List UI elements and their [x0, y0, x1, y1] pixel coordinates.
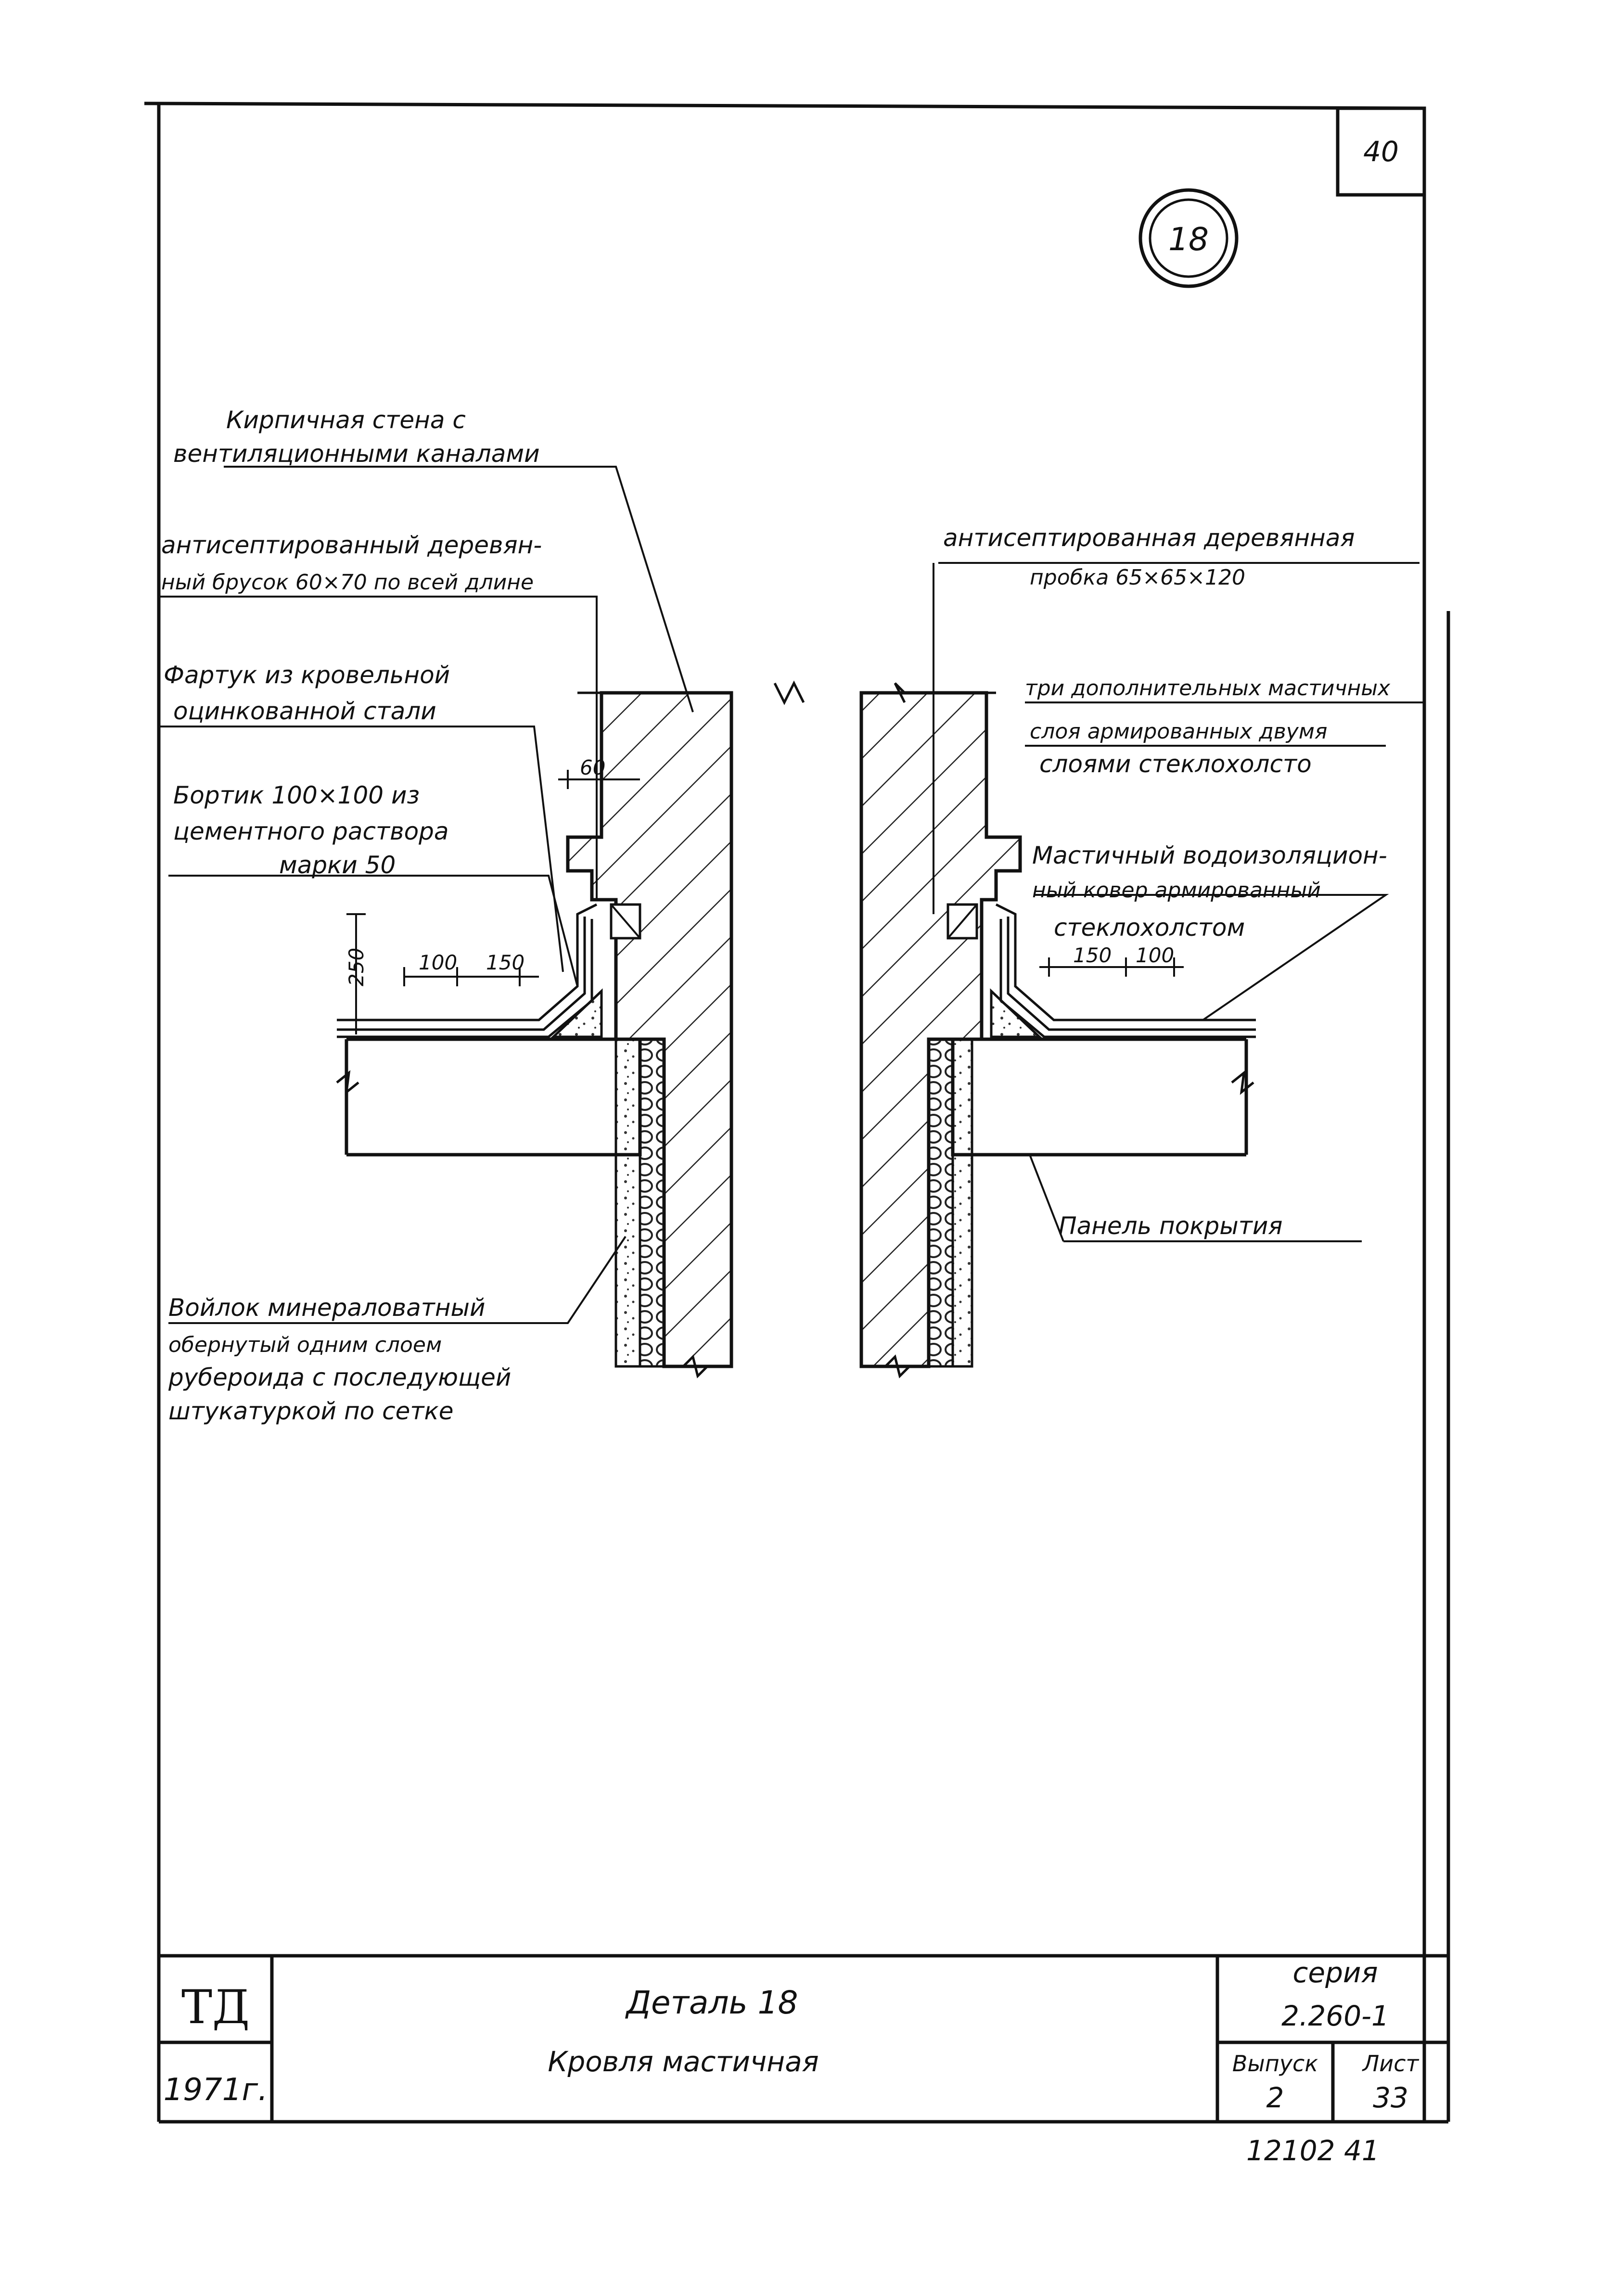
roofing-carpet [337, 903, 1256, 1038]
label-timber-plug-2: пробка 65×65×120 [1030, 565, 1245, 590]
dim-height: 250 [345, 948, 368, 986]
sheet-frame [144, 102, 1450, 2124]
label-brick-wall-2: вентиляционными каналами [173, 440, 540, 468]
dim-right-a: 150 [1073, 943, 1112, 967]
dimension-lines [346, 770, 1184, 1034]
tb-title: Деталь 18 [625, 1984, 798, 2021]
dimension-texts: 60 250 100 150 150 100 [345, 756, 1174, 986]
dim-right-b: 100 [1136, 943, 1174, 967]
title-block: ТД 1971г. Деталь 18 Кровля мастичная сер… [159, 1956, 1448, 2122]
roof-panels [336, 1037, 1254, 1157]
dim-ledge: 60 [580, 756, 605, 779]
label-timber-bar-1: антисептированный деревян- [161, 531, 542, 559]
label-curb-3: марки 50 [279, 851, 396, 879]
label-mastic-layers-2: слоя армированных двумя [1030, 719, 1327, 744]
tb-logo: ТД [181, 1980, 250, 2034]
label-felt-3: рубероида с последующей [168, 1364, 511, 1391]
wall-section [566, 680, 1022, 1378]
label-curb-2: цементного раствора [173, 817, 449, 845]
tb-sheet-value: 33 [1373, 2081, 1408, 2114]
sheet-number-box: 40 [1336, 106, 1426, 197]
tb-issue-value: 2 [1266, 2081, 1284, 2114]
cement-curbs [550, 988, 1043, 1038]
leader-lines [159, 466, 1424, 1324]
tb-subtitle: Кровля мастичная [548, 2045, 818, 2078]
callout-labels: Кирпичная стена с вентиляционными канала… [161, 406, 1391, 1425]
dim-left-a: 100 [419, 951, 457, 974]
tb-series-value: 2.260-1 [1281, 2000, 1389, 2032]
tb-sheet-label: Лист [1362, 2051, 1419, 2077]
timber-elements [610, 903, 978, 940]
label-apron-2: оцинкованной стали [173, 697, 436, 725]
label-mastic-layers-1: три дополнительных мастичных [1025, 676, 1391, 701]
label-carpet-2: ный ковер армированный [1032, 878, 1321, 903]
label-brick-wall-1: Кирпичная стена с [226, 406, 466, 434]
label-roof-panel: Панель покрытия [1059, 1212, 1282, 1240]
label-felt-1: Войлок минераловатный [168, 1294, 486, 1322]
label-carpet-3: стеклохолстом [1054, 914, 1245, 942]
label-carpet-1: Мастичный водоизоляцион- [1032, 841, 1387, 869]
detail-number: 18 [1168, 221, 1209, 258]
tb-issue-label: Выпуск [1232, 2051, 1318, 2077]
footer-code: 12102 41 [1246, 2134, 1380, 2167]
label-curb-1: Бортик 100×100 из [173, 781, 420, 809]
sheet-number: 40 [1363, 135, 1399, 168]
detail-marker: 18 [1138, 188, 1239, 288]
label-timber-plug-1: антисептированная деревянная [943, 524, 1355, 552]
dim-left-b: 150 [486, 951, 524, 974]
label-apron-1: Фартук из кровельной [164, 661, 450, 689]
label-felt-2: обернутый одним слоем [168, 1333, 442, 1357]
tb-series-label: серия [1293, 1956, 1378, 1989]
felt-insulation [614, 1038, 973, 1368]
label-timber-bar-2: ный брусок 60×70 по всей длине [161, 570, 534, 595]
tb-year: 1971г. [164, 2072, 268, 2108]
label-felt-4: штукатуркой по сетке [168, 1397, 453, 1425]
label-mastic-layers-3: слоями стеклохолсто [1039, 750, 1312, 778]
